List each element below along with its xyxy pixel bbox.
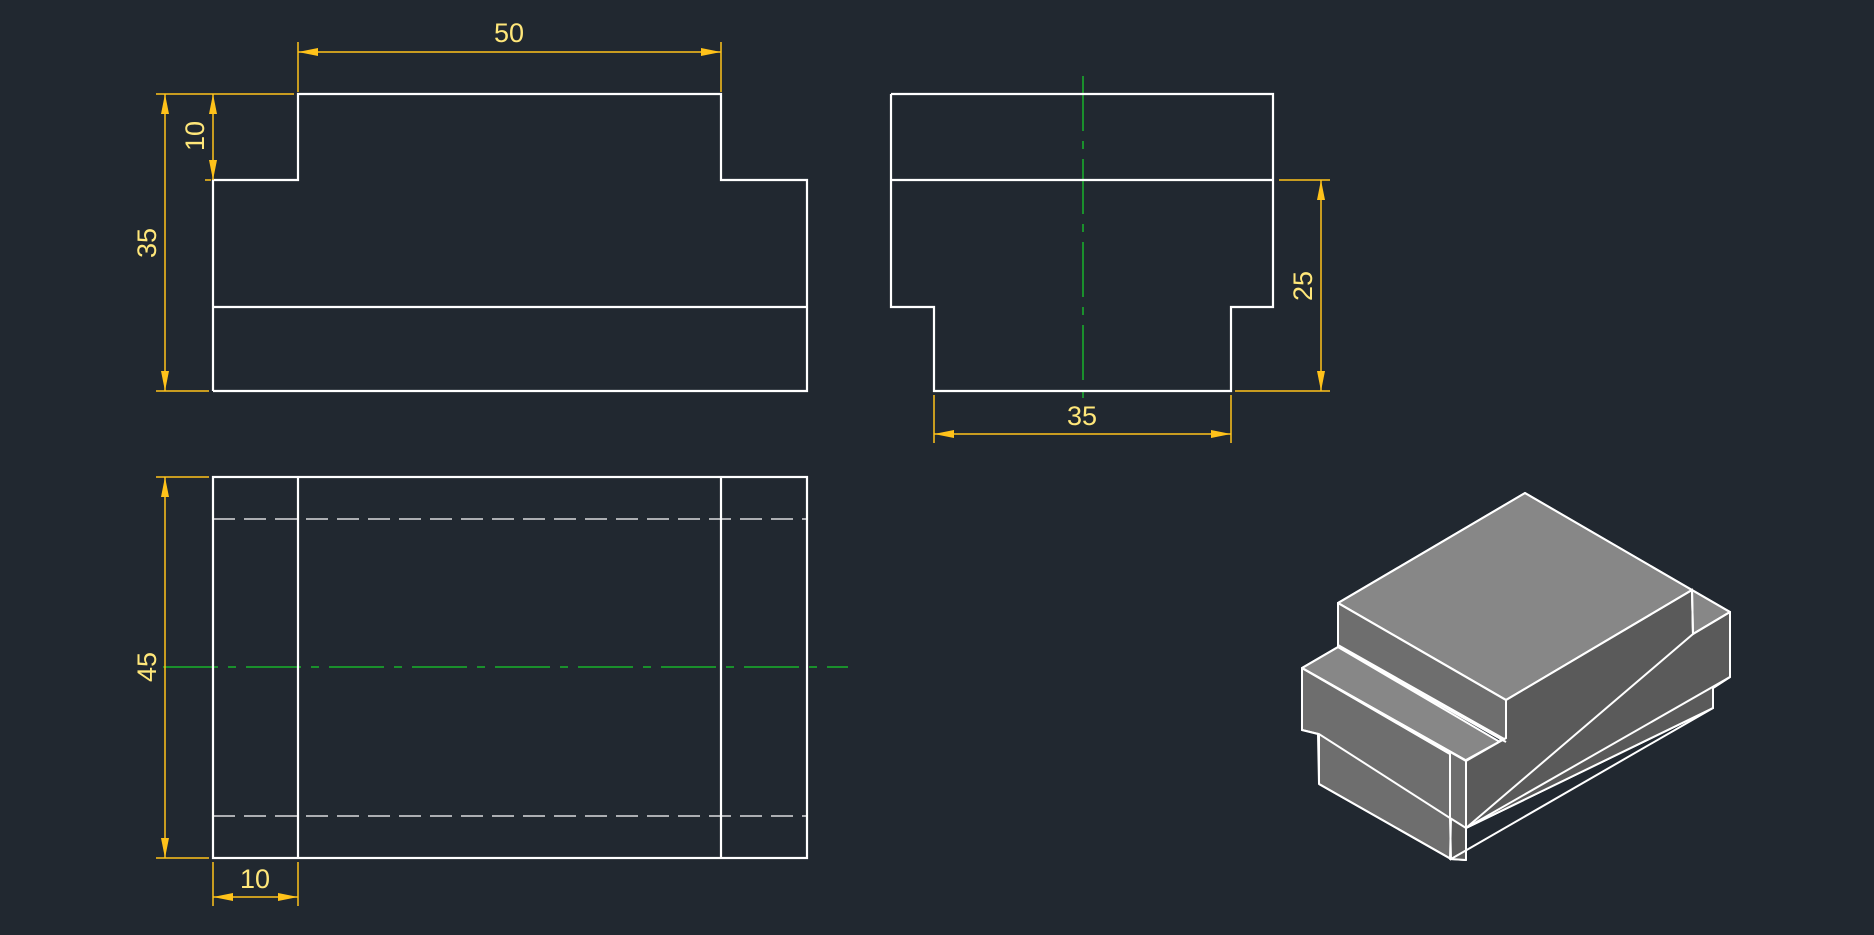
dim-label-side-height: 25 bbox=[1288, 271, 1318, 301]
side-view-dimensions bbox=[933, 179, 1330, 443]
iso-edge bbox=[1301, 602, 1507, 763]
dim-label-top-depth: 45 bbox=[132, 652, 162, 682]
iso-edge bbox=[1505, 588, 1731, 701]
top-view-dimensions bbox=[156, 476, 299, 906]
isometric-edges bbox=[1301, 491, 1731, 861]
top-view bbox=[211, 475, 809, 860]
iso-edge bbox=[1337, 646, 1507, 743]
dim-label-front-top-width: 50 bbox=[494, 18, 524, 48]
isometric-view bbox=[1301, 492, 1731, 861]
side-view-outline bbox=[889, 92, 1275, 393]
side-view bbox=[889, 92, 1275, 393]
top-view-outline bbox=[211, 475, 809, 860]
dim-label-front-step-height: 10 bbox=[180, 121, 210, 151]
front-view-outline bbox=[211, 92, 809, 393]
dim-label-top-step-width: 10 bbox=[240, 864, 270, 894]
iso-edge bbox=[1465, 676, 1731, 829]
iso-edge bbox=[1318, 783, 1452, 860]
front-view bbox=[211, 92, 809, 393]
top-view-hidden-lines bbox=[213, 518, 807, 817]
front-view-dimensions bbox=[156, 42, 722, 392]
dim-label-side-bottom-width: 35 bbox=[1067, 401, 1097, 431]
dim-label-front-total-height: 35 bbox=[132, 228, 162, 258]
